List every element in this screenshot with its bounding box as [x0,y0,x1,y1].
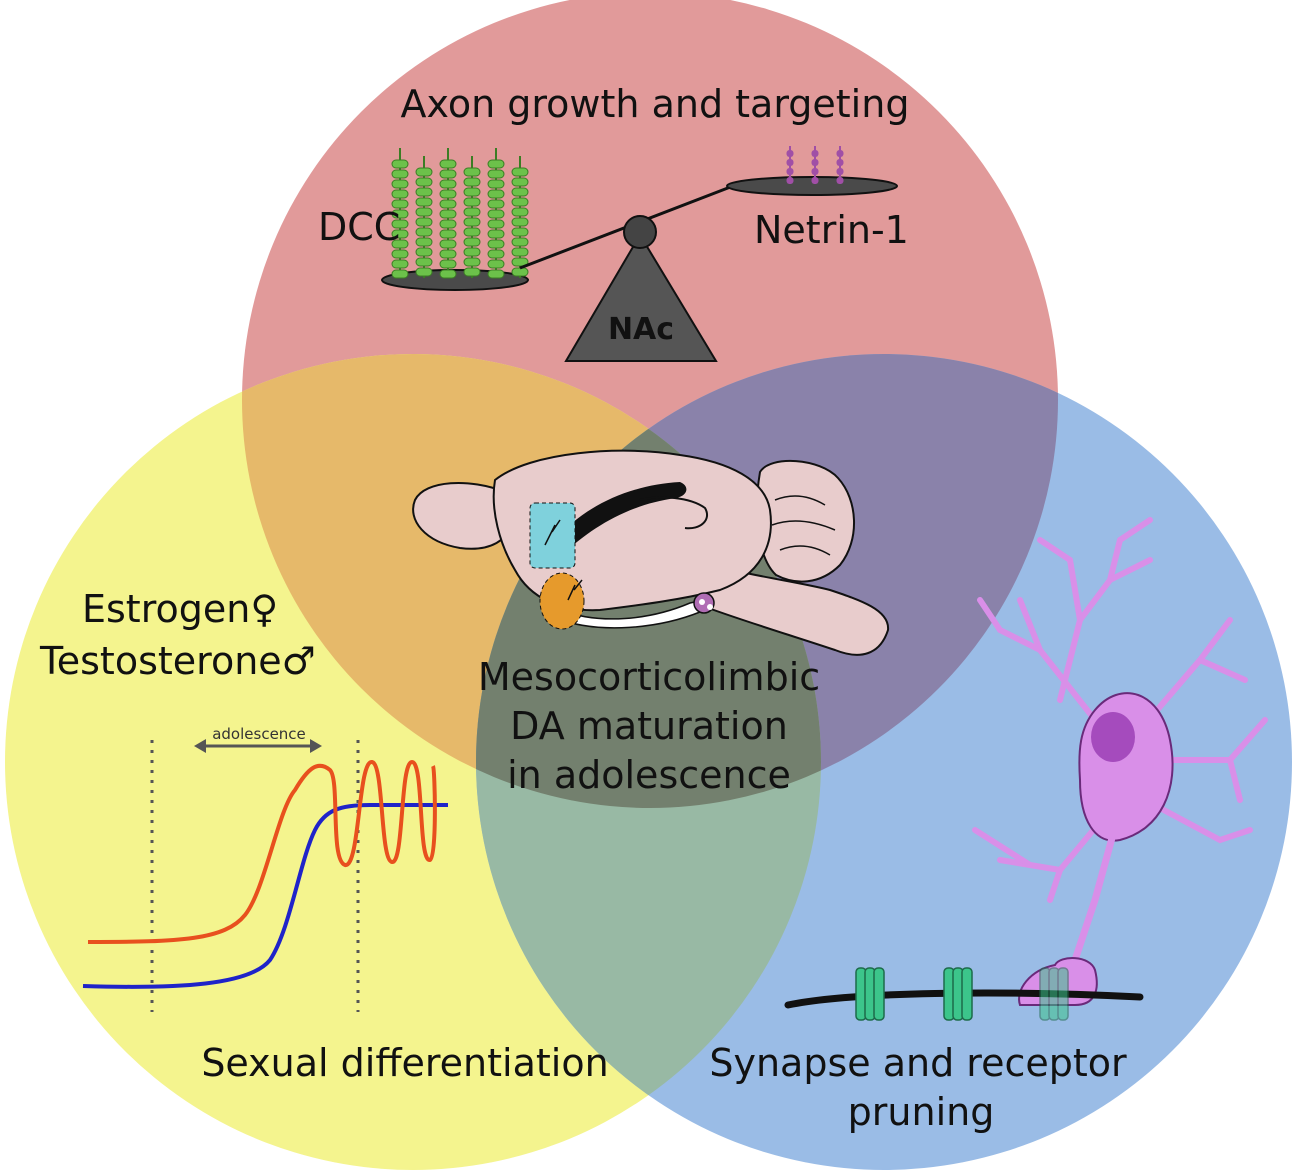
netrin-molecule [836,146,844,184]
nac-region-icon [539,572,585,630]
netrin-molecules-icon [786,146,844,184]
receptors-icon [855,967,1069,1021]
label-nac: NAc [608,312,674,347]
fulcrum-pivot [623,215,657,249]
dcc-receptor [487,148,505,279]
hormone-plot: adolescence [82,725,448,1012]
label-adolescence: adolescence [212,725,306,743]
dcc-receptor [415,156,433,278]
dcc-receptors-icon [391,148,529,279]
title-sexual-differentiation: Sexual differentiation [201,1041,608,1085]
title-axon-growth: Axon growth and targeting [401,82,910,126]
center-label-line2: DA maturation [510,704,788,748]
label-netrin: Netrin-1 [754,208,909,252]
dcc-receptor [439,148,457,279]
dcc-receptor [463,156,481,278]
netrin-molecule [786,146,794,184]
seesaw-illustration [381,146,898,362]
title-synapse-pruning-line2: pruning [848,1090,995,1134]
membrane-line [784,989,1144,1009]
receptor-channel [1039,967,1069,1021]
nac-fulcrum [564,233,718,362]
label-testosterone: Testosterone♂ [39,639,316,683]
testosterone-curve [82,803,448,989]
center-label-line1: Mesocorticolimbic [478,655,820,699]
center-label-line3: in adolescence [507,753,791,797]
netrin-platform [726,176,898,196]
receptor-channel [943,967,973,1021]
netrin-molecule [811,146,819,184]
brain-illustration [412,449,890,656]
title-synapse-pruning-line1: Synapse and receptor [709,1041,1127,1085]
label-dcc: DCC [318,205,400,249]
receptor-channel [855,967,885,1021]
pfc-region-icon [529,502,576,569]
dcc-receptor [511,156,529,278]
neuron-nucleus-icon [1091,712,1135,762]
dcc-receptor [391,148,409,279]
label-estrogen: Estrogen♀ [82,587,278,631]
estrogen-curve [87,759,437,944]
